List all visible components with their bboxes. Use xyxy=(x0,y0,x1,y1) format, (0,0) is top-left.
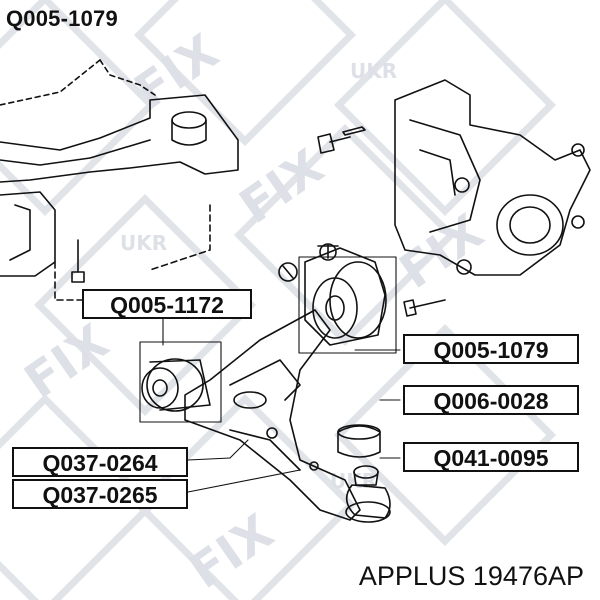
watermark-ukr-text: UKR xyxy=(350,59,397,83)
brand-part-number: APPLUS 19476AP xyxy=(358,561,584,591)
page-title: Q005-1079 xyxy=(6,6,118,31)
watermark-fix-text: FIX xyxy=(15,314,119,410)
watermark-ukr-text: UKR xyxy=(120,231,167,255)
part-label-arm-left[interactable]: Q037-0264 xyxy=(12,447,188,477)
part-label-arm-right[interactable]: Q037-0265 xyxy=(12,479,188,509)
part-label-front-bushing[interactable]: Q005-1172 xyxy=(82,289,252,319)
part-label-rubber-stopper[interactable]: Q006-0028 xyxy=(403,385,579,415)
part-label-rear-bushing[interactable]: Q005-1079 xyxy=(403,334,579,364)
part-label-ball-joint[interactable]: Q041-0095 xyxy=(403,442,579,472)
line-art xyxy=(0,59,591,523)
